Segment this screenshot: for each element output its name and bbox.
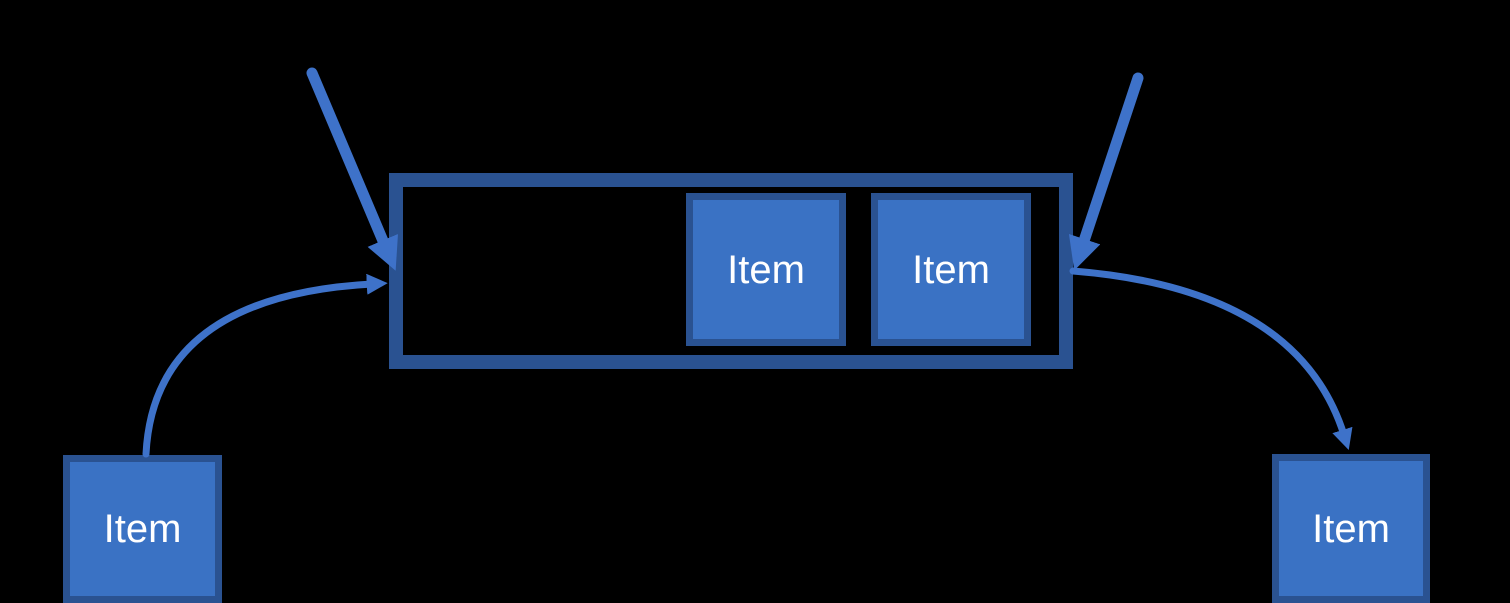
queue-container xyxy=(389,173,1073,369)
incoming-curved-arrow-icon xyxy=(142,273,388,458)
queue-item-1-label: Item xyxy=(727,247,805,292)
incoming-item: Item xyxy=(63,455,222,603)
outgoing-item-label: Item xyxy=(1312,506,1390,551)
queue-item-2-label: Item xyxy=(912,247,990,292)
incoming-item-label: Item xyxy=(103,507,182,551)
outgoing-curved-arrow-icon xyxy=(1069,267,1353,451)
queue-item-2: Item xyxy=(871,193,1031,346)
top-left-inbound-arrow-icon xyxy=(306,67,398,271)
queue-item-1: Item xyxy=(686,193,846,346)
top-right-inbound-arrow-icon xyxy=(1068,72,1144,271)
outgoing-item: Item xyxy=(1272,454,1430,603)
